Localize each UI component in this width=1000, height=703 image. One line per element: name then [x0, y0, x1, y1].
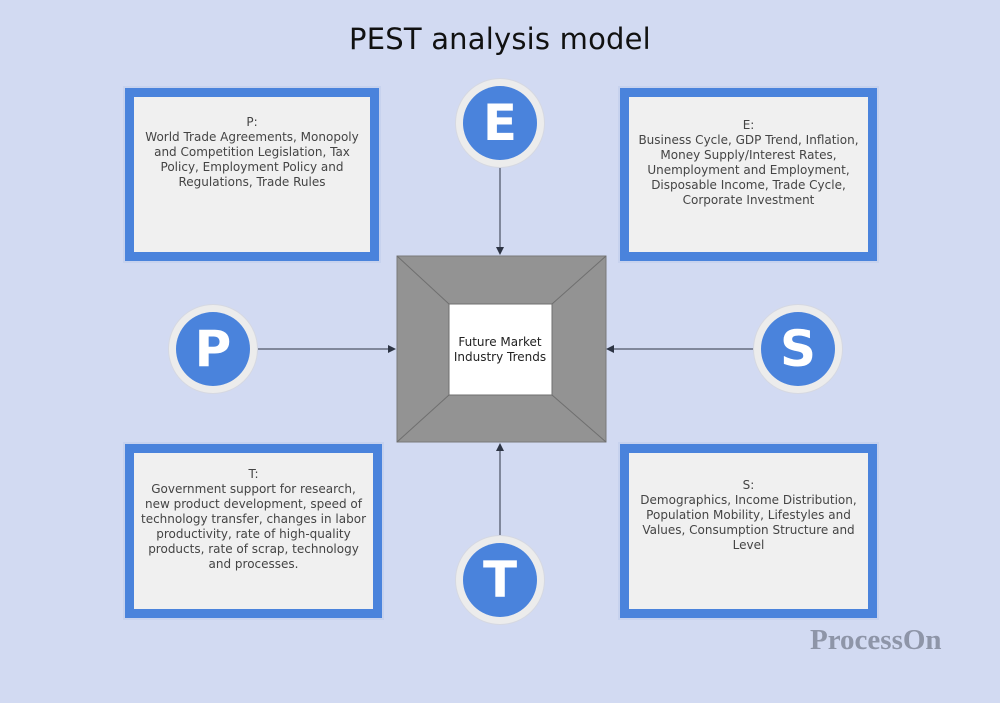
social-badge: S [754, 305, 842, 393]
letter-p-icon: P [176, 312, 250, 386]
technological-badge: T [456, 536, 544, 624]
technological-factors-box: T: Government support for research, new … [125, 444, 382, 618]
processon-watermark: ProcessOn [810, 624, 942, 656]
social-factors-text: S: Demographics, Income Distribution, Po… [640, 477, 857, 552]
center-core [448, 303, 553, 396]
economic-badge: E [456, 79, 544, 167]
center-frame [396, 255, 607, 443]
social-factors-box: S: Demographics, Income Distribution, Po… [620, 444, 877, 618]
diagram-title: PEST analysis model [349, 22, 651, 56]
technological-factors-text: T: Government support for research, new … [140, 466, 367, 571]
center-label: Future Market Industry Trends [453, 334, 547, 364]
political-factors-text: P: World Trade Agreements, Monopoly and … [145, 115, 359, 189]
political-badge: P [169, 305, 257, 393]
political-factors-box: P: World Trade Agreements, Monopoly and … [125, 88, 379, 261]
letter-t-icon: T [463, 543, 537, 617]
letter-s-icon: S [761, 312, 835, 386]
letter-e-icon: E [463, 86, 537, 160]
economic-factors-text: E: Business Cycle, GDP Trend, Inflation,… [638, 117, 859, 207]
economic-factors-box: E: Business Cycle, GDP Trend, Inflation,… [620, 88, 877, 261]
